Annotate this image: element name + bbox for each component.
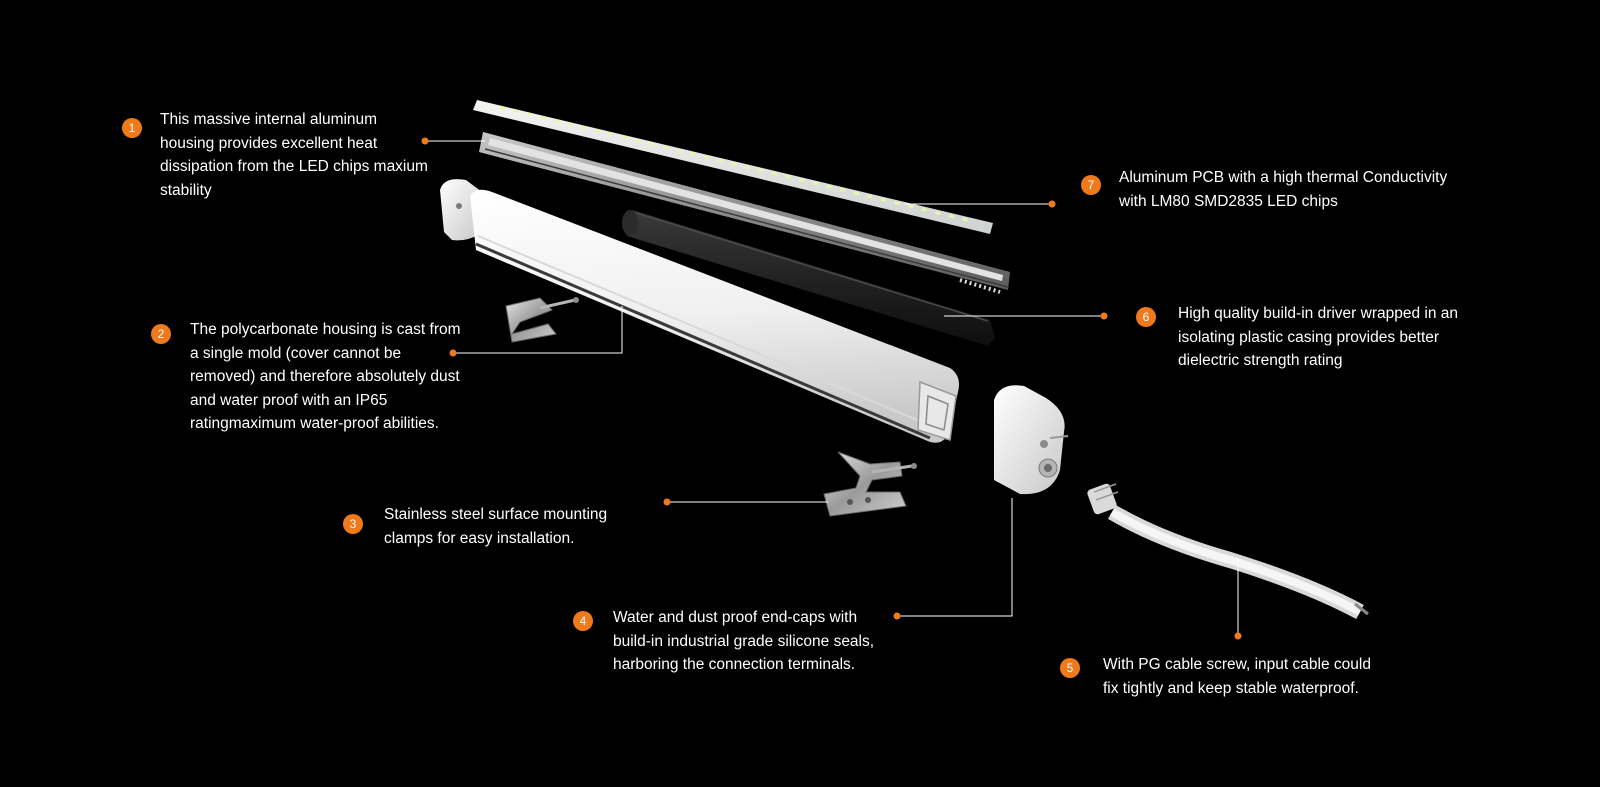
polycarbonate-housing <box>470 189 959 443</box>
callout-badge-4: 4 <box>573 611 593 631</box>
leader-line-4 <box>897 498 1013 617</box>
anchor-dot-5 <box>1234 632 1242 640</box>
leader-lines <box>425 140 1239 636</box>
anchor-dot-1 <box>421 137 429 145</box>
callout-badge-7: 7 <box>1081 175 1101 195</box>
leader-line-2 <box>453 306 623 354</box>
callout-text-4: Water and dust proof end-caps with build… <box>613 609 875 673</box>
driver-casing <box>622 210 995 346</box>
callout-badge-2: 2 <box>151 324 171 344</box>
anchor-dot-6 <box>1100 312 1108 320</box>
callout-text-6: High quality build-in driver wrapped in … <box>1178 305 1459 369</box>
callout-badge-3: 3 <box>343 514 363 534</box>
mounting-clamp-upper <box>505 297 579 343</box>
led-pcb-strip <box>473 100 993 234</box>
anchor-dot-3 <box>663 498 671 506</box>
right-end-cap <box>994 385 1069 495</box>
callout-text-2: The polycarbonate housing is cast from a… <box>190 321 461 432</box>
callout-text-5: With PG cable screw, input cable could f… <box>1103 656 1371 697</box>
anchor-dot-4 <box>893 612 901 620</box>
anchor-dot-7 <box>1048 200 1056 208</box>
mounting-clamp-lower <box>823 451 917 517</box>
callout-badge-1: 1 <box>122 118 142 138</box>
callout-text-7: Aluminum PCB with a high thermal Conduct… <box>1119 169 1448 210</box>
callout-text-1: This massive internal aluminum housing p… <box>160 111 428 199</box>
aluminum-housing <box>479 132 1010 294</box>
input-cable <box>1087 483 1369 620</box>
callout-badge-6: 6 <box>1136 307 1156 327</box>
anchor-dots <box>421 137 1242 640</box>
callout-text-3: Stainless steel surface mounting clamps … <box>384 506 608 547</box>
anchor-dot-2 <box>449 349 457 357</box>
callout-badge-5: 5 <box>1060 658 1080 678</box>
